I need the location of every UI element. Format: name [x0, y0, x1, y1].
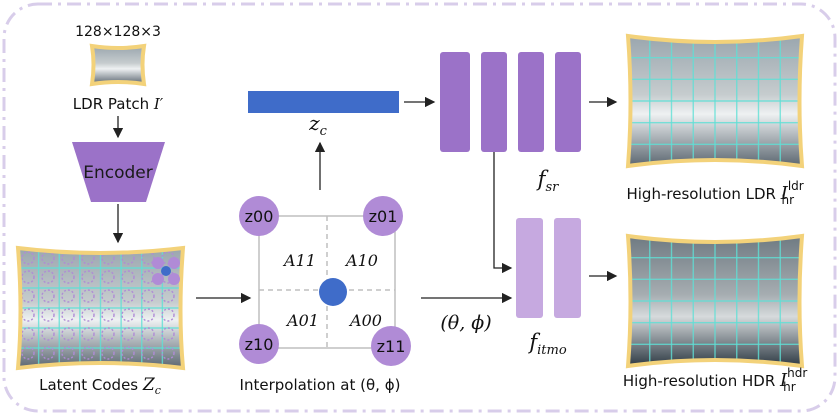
- ldr-patch-thumbnail: [89, 43, 147, 87]
- corner-z00-label: z00: [245, 207, 274, 226]
- encoder-label: Encoder: [83, 163, 153, 183]
- corner-z00-node: [239, 196, 279, 236]
- arrow-fsr-to-fitmo: [493, 152, 513, 274]
- patch-caption: LDR Patch I′: [73, 95, 164, 113]
- corner-z01-node: [363, 196, 403, 236]
- corner-z11-node: [371, 326, 411, 366]
- latent-caption: Latent Codes Zc: [39, 375, 161, 397]
- encoder-block: [72, 142, 165, 202]
- corner-z11-label: z11: [377, 337, 406, 356]
- query-point: [319, 278, 347, 306]
- f-sr-network: [440, 52, 581, 152]
- area-a00-label: A00: [348, 311, 382, 330]
- latent-vector-bar: [248, 91, 399, 113]
- area-a01-label: A01: [285, 311, 319, 330]
- corner-z10-node: [239, 324, 279, 364]
- latent-codes-image: [15, 245, 186, 371]
- latent-vector-label: zc: [308, 111, 328, 139]
- hdr-output-image: [625, 233, 805, 369]
- area-a11-label: A11: [282, 251, 316, 270]
- interp-caption: Interpolation at (θ, ϕ): [240, 376, 401, 394]
- patch-size-label: 128×128×3: [75, 24, 161, 40]
- f-sr-label: fsr: [536, 167, 559, 195]
- ldr-output-image: [625, 33, 805, 169]
- area-a10-label: A10: [344, 251, 378, 270]
- corner-z01-label: z01: [369, 207, 398, 226]
- corner-z10-label: z10: [245, 335, 274, 354]
- coord-label: (θ, ϕ): [440, 312, 491, 334]
- f-itmo-network: [516, 218, 581, 318]
- f-itmo-label: fitmo: [527, 330, 566, 358]
